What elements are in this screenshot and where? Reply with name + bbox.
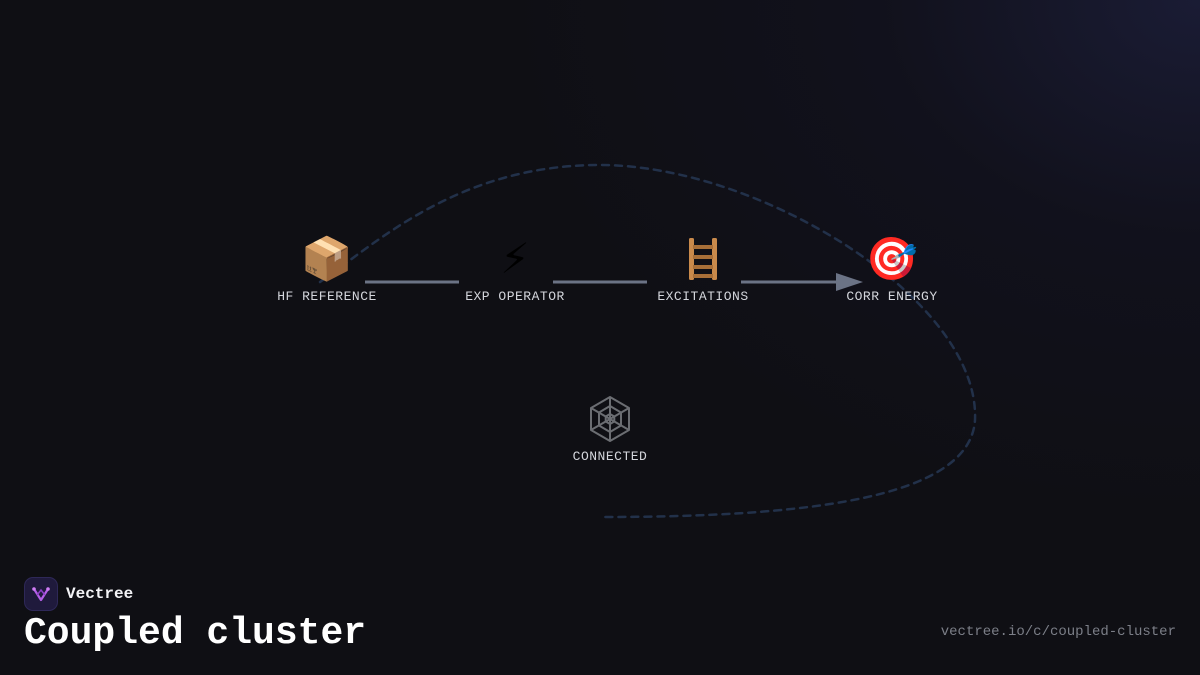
ladder-svg (689, 238, 717, 280)
spider-web-icon (530, 393, 690, 445)
ladder-icon (623, 233, 783, 285)
vectree-logo-svg (32, 587, 50, 602)
target-icon: 🎯 (865, 234, 919, 283)
node-label: CORR ENERGY (846, 289, 938, 304)
brand[interactable]: Vectree (24, 577, 133, 611)
node-hf-reference: 📦 HF REFERENCE (247, 233, 407, 304)
package-icon: 📦 (300, 234, 354, 283)
node-corr-energy: 🎯 CORR ENERGY (812, 233, 972, 304)
node-connected: CONNECTED (530, 393, 690, 464)
node-exp-operator: ⚡ EXP OPERATOR (435, 233, 595, 304)
page-url[interactable]: vectree.io/c/coupled-cluster (940, 624, 1176, 640)
node-label: CONNECTED (572, 449, 648, 464)
node-label: EXP OPERATOR (465, 289, 565, 304)
vectree-logo-icon (24, 577, 58, 611)
dashed-loop-path (318, 163, 977, 519)
node-excitations: EXCITATIONS (623, 233, 783, 304)
page-title: Coupled cluster (24, 612, 367, 655)
lightning-icon: ⚡ (500, 234, 530, 283)
spider-web-svg (590, 396, 630, 442)
node-label: HF REFERENCE (277, 289, 377, 304)
arrowhead-icon (836, 273, 863, 291)
brand-name: Vectree (66, 585, 134, 603)
node-label: EXCITATIONS (657, 289, 749, 304)
